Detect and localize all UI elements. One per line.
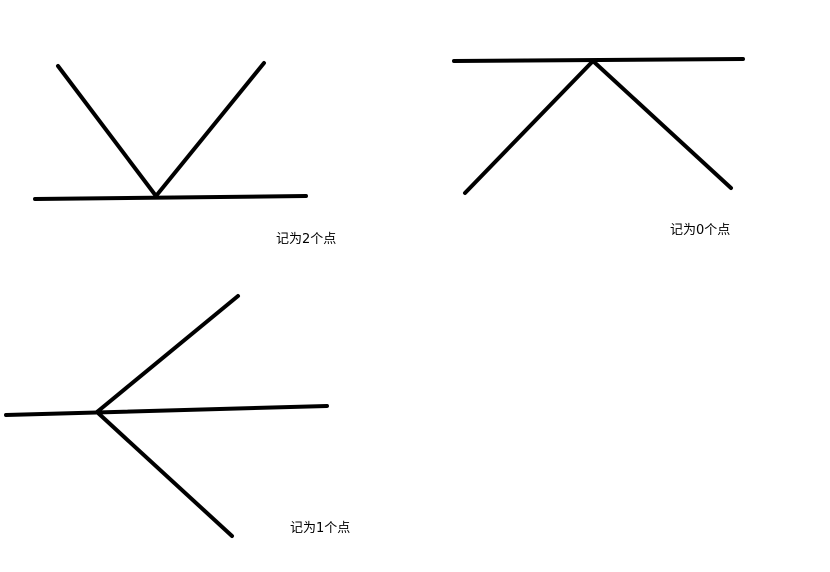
- left-arm: [56, 64, 158, 198]
- figure-arrow-on-line: [4, 294, 329, 538]
- caption-two-points: 记为2个点: [276, 232, 337, 247]
- figure-v-on-line: [33, 61, 308, 201]
- lower-arm: [95, 410, 234, 538]
- caption-one-point: 记为1个点: [290, 521, 351, 536]
- midline: [4, 404, 329, 417]
- figure-inverted-v-under-line: [452, 57, 745, 195]
- topline: [452, 57, 745, 63]
- baseline: [33, 194, 308, 201]
- right-arm: [591, 59, 733, 190]
- right-arm: [154, 61, 266, 198]
- left-arm: [463, 59, 595, 195]
- caption-zero-points: 记为0个点: [670, 223, 731, 238]
- upper-arm: [95, 294, 240, 414]
